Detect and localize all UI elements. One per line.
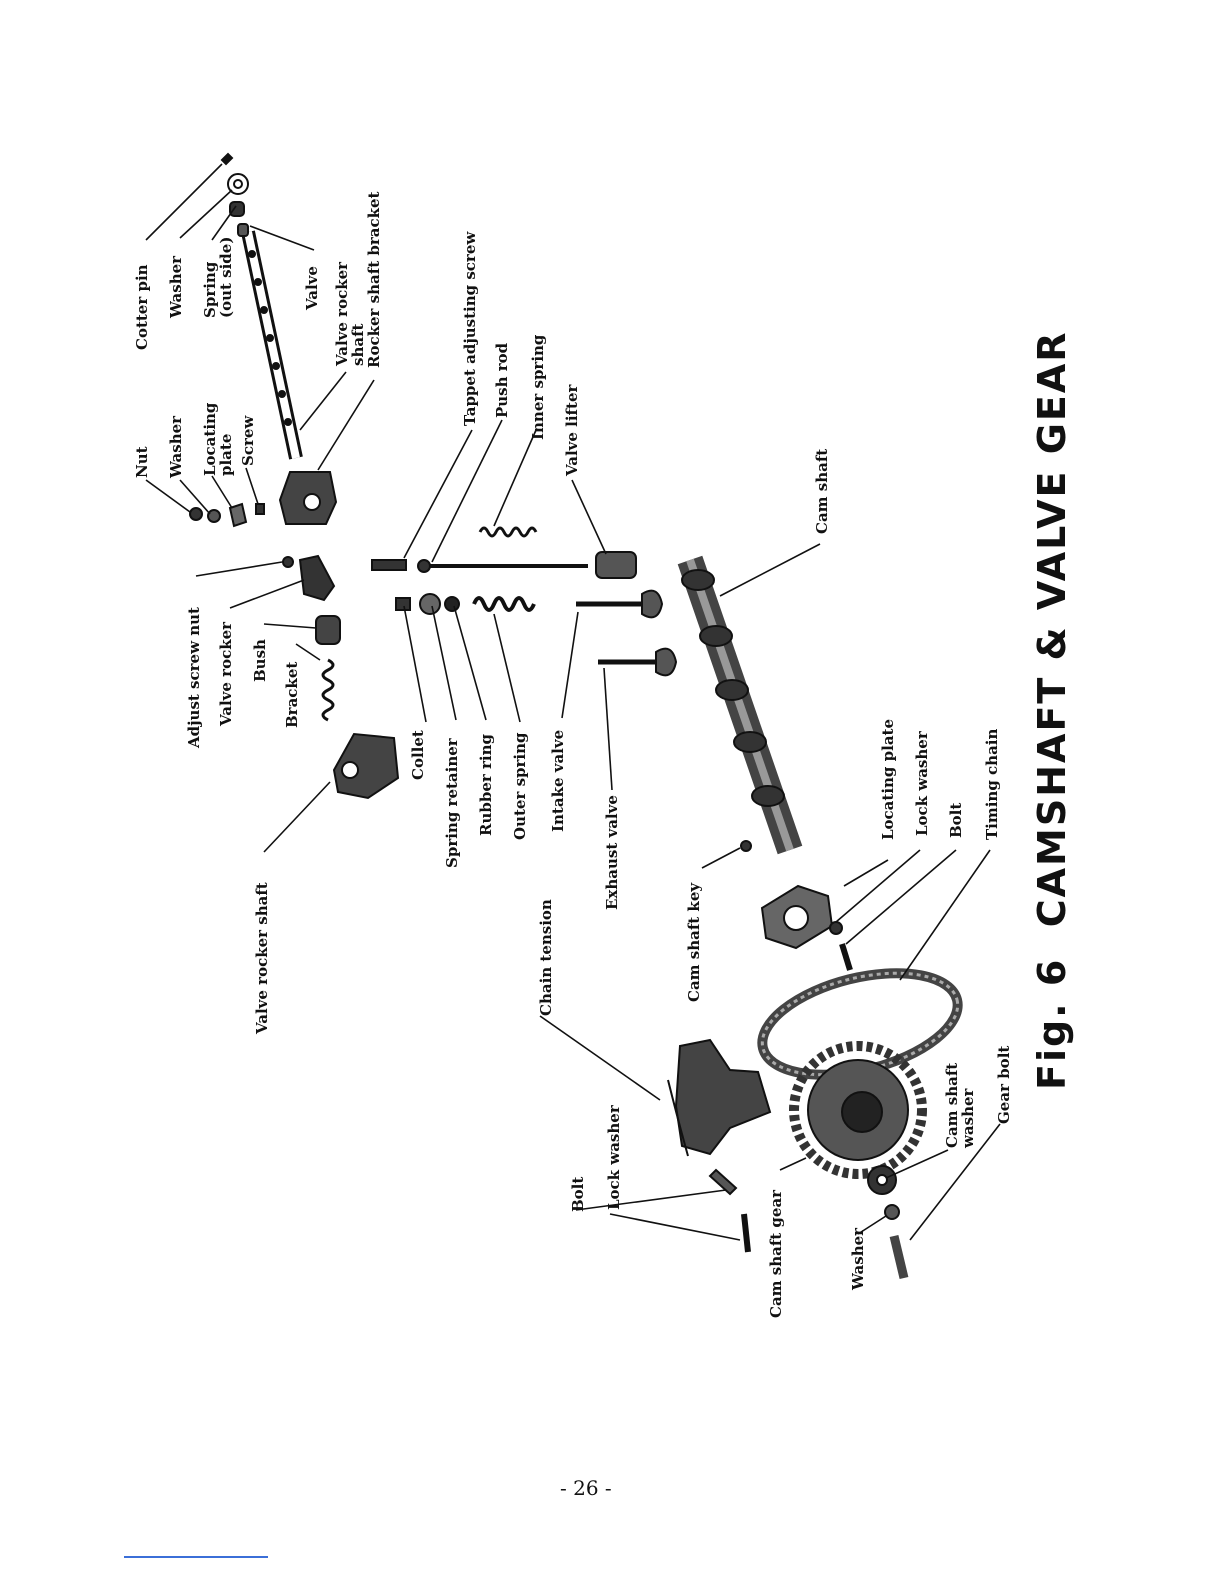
- label-cam-shaft-gear: Cam shaft gear: [767, 1189, 785, 1318]
- cam-shaft-gear-part: [789, 1041, 927, 1179]
- label-adjust-screw-nut: Adjust screw nut: [185, 607, 203, 748]
- label-timing-chain: Timing chain: [983, 728, 1001, 840]
- camshaft-part: [677, 555, 803, 855]
- label-tappet-adjusting-screw: Tappet adjusting screw: [461, 231, 479, 426]
- label-valve-lifter: Valve lifter: [563, 384, 581, 476]
- label-cotter-pin: Cotter pin: [133, 264, 151, 350]
- bracket-spring-part: [321, 658, 335, 722]
- footer-rule: [124, 1556, 268, 1558]
- valve-rocker-part: [282, 554, 336, 602]
- gear-bolt-part: [889, 1234, 909, 1280]
- label-outer-spring: Outer spring: [511, 732, 529, 841]
- label-valve-rocker: Valve rocker: [217, 621, 235, 726]
- spring-part: [229, 201, 245, 217]
- label-push-rod: Push rod: [493, 342, 511, 418]
- outer-spring-part: [472, 596, 536, 612]
- label-bolt-right: Bolt: [947, 802, 965, 838]
- cotter-pin-part: [220, 152, 234, 166]
- label-valve-rocker-shaft-top: Valve rocker shaft: [333, 261, 367, 366]
- label-lock-washer-right: Lock washer: [913, 731, 931, 836]
- label-bracket: Bracket: [283, 661, 301, 728]
- intake-valve-part: [576, 589, 664, 619]
- chain-tension-part: [667, 1038, 772, 1157]
- bolt-part: [839, 943, 853, 971]
- valve-rocker-shaft-rod: [241, 230, 303, 460]
- label-collet: Collet: [409, 730, 427, 780]
- lock-washer-part: [829, 921, 843, 935]
- leader-lines: [145, 163, 1001, 1241]
- label-washer-bottom: Washer: [849, 1227, 867, 1290]
- label-screw: Screw: [239, 415, 257, 466]
- label-valve-rocker-shaft: Valve rocker shaft: [253, 882, 271, 1034]
- label-locating-plate: Locating plate: [879, 718, 897, 840]
- label-spring-out-side: Spring (out side): [201, 236, 235, 318]
- label-chain-tension: Chain tension: [537, 899, 555, 1016]
- rubber-ring-part: [444, 596, 460, 612]
- label-valve: Valve: [303, 266, 321, 310]
- label-inner-spring: Inner spring: [529, 334, 547, 440]
- label-locating-plate-top: Locating plate: [201, 402, 235, 476]
- label-rocker-shaft-bracket: Rocker shaft bracket: [365, 191, 383, 368]
- inner-spring-part: [478, 526, 538, 538]
- push-rod-part: [417, 559, 588, 573]
- valve-spring-part: [237, 223, 249, 237]
- label-spring-retainer: Spring retainer: [443, 738, 461, 868]
- washer-part: [227, 173, 249, 195]
- valve-rocker-shaft-bracket-part: [332, 732, 400, 800]
- washer-bottom-part: [884, 1204, 900, 1220]
- label-cam-shaft-key: Cam shaft key: [685, 882, 703, 1002]
- cam-shaft-washer-part: [867, 1165, 897, 1195]
- label-exhaust-valve: Exhaust valve: [603, 795, 621, 910]
- bush-part: [315, 615, 341, 645]
- label-cam-shaft: Cam shaft: [813, 448, 831, 534]
- page-number: - 26 -: [560, 1476, 612, 1500]
- label-washer-nut: Washer: [167, 415, 185, 478]
- lock-washer-left-part: [708, 1168, 738, 1196]
- label-rubber-ring: Rubber ring: [477, 733, 495, 836]
- label-bush: Bush: [251, 639, 269, 682]
- figure-caption: Fig. 6 CAMSHAFT & VALVE GEAR: [1030, 330, 1074, 1090]
- label-washer-top: Washer: [167, 255, 185, 318]
- rocker-shaft-bracket-part: [278, 471, 338, 525]
- valve-lifter-part: [595, 551, 637, 579]
- bolt-left-part: [741, 1213, 751, 1253]
- collet-part: [395, 597, 411, 611]
- spring-retainer-part: [419, 593, 441, 615]
- label-lock-washer-left: Lock washer: [605, 1105, 623, 1210]
- label-intake-valve: Intake valve: [549, 729, 567, 832]
- nut-washer-plate-screw-parts: [189, 502, 265, 528]
- locating-plate-part: [760, 884, 834, 950]
- label-cam-shaft-washer: Cam shaft washer: [943, 1062, 977, 1148]
- label-gear-bolt: Gear bolt: [995, 1045, 1013, 1124]
- label-nut: Nut: [133, 446, 151, 478]
- label-bolt-left: Bolt: [569, 1176, 587, 1212]
- tappet-adjusting-screw-part: [371, 559, 407, 571]
- cam-shaft-key-part: [740, 840, 752, 852]
- exhaust-valve-part: [598, 647, 678, 677]
